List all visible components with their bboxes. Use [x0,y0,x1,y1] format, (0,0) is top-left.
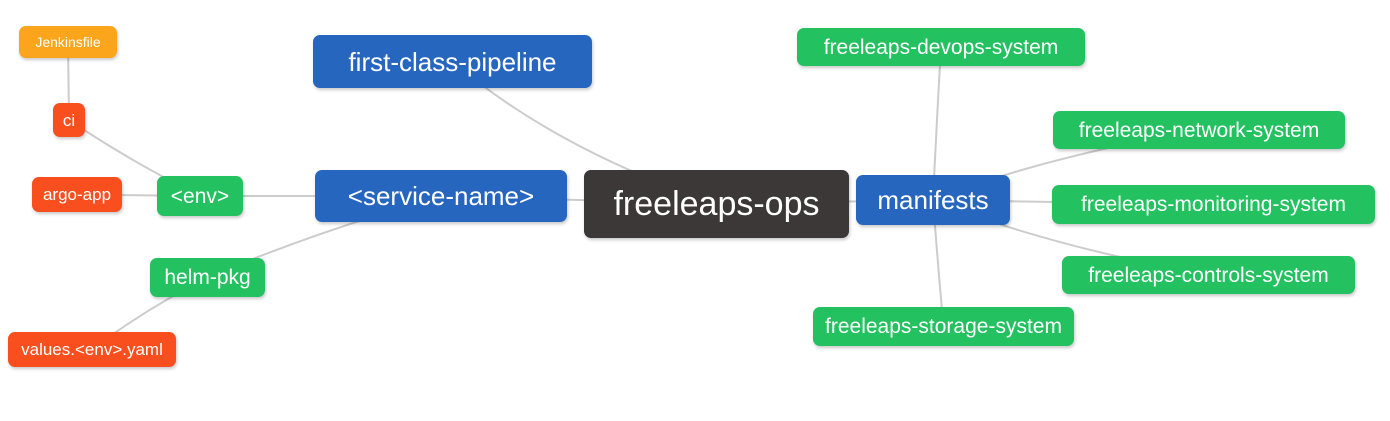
node-freeleaps-controls-system[interactable]: freeleaps-controls-system [1062,256,1355,294]
node-label: freeleaps-ops [613,185,820,223]
node-ci[interactable]: ci [53,103,85,137]
node-label: freeleaps-network-system [1078,118,1320,142]
node-label: ci [62,110,76,130]
node-label: <env> [170,184,230,208]
node-label: freeleaps-monitoring-system [1081,193,1346,216]
node-label: Jenkinsfile [35,34,101,50]
node-jenkinsfile[interactable]: Jenkinsfile [19,26,117,58]
node-label: manifests [877,185,989,215]
node-label: values.<env>.yaml [21,340,163,359]
node-values-env-yaml[interactable]: values.<env>.yaml [8,332,176,367]
node-manifests[interactable]: manifests [856,175,1010,225]
node-freeleaps-devops-system[interactable]: freeleaps-devops-system [797,28,1085,66]
node-label: helm-pkg [164,266,251,289]
node-freeleaps-ops[interactable]: freeleaps-ops [584,170,849,238]
node-label: <service-name> [347,181,535,211]
node-freeleaps-monitoring-system[interactable]: freeleaps-monitoring-system [1052,185,1375,224]
node-label: freeleaps-controls-system [1088,263,1329,287]
node-label: argo-app [42,185,112,204]
node-freeleaps-network-system[interactable]: freeleaps-network-system [1053,111,1345,149]
node-label: freeleaps-devops-system [823,35,1059,59]
node-env[interactable]: <env> [157,176,243,216]
node-label: freeleaps-storage-system [825,315,1062,338]
node-label: first-class-pipeline [348,46,557,77]
node-helm-pkg[interactable]: helm-pkg [150,258,265,297]
node-argo-app[interactable]: argo-app [32,177,122,212]
node-freeleaps-storage-system[interactable]: freeleaps-storage-system [813,307,1074,346]
node-first-class-pipeline[interactable]: first-class-pipeline [313,35,592,88]
node-service-name[interactable]: <service-name> [315,170,567,222]
